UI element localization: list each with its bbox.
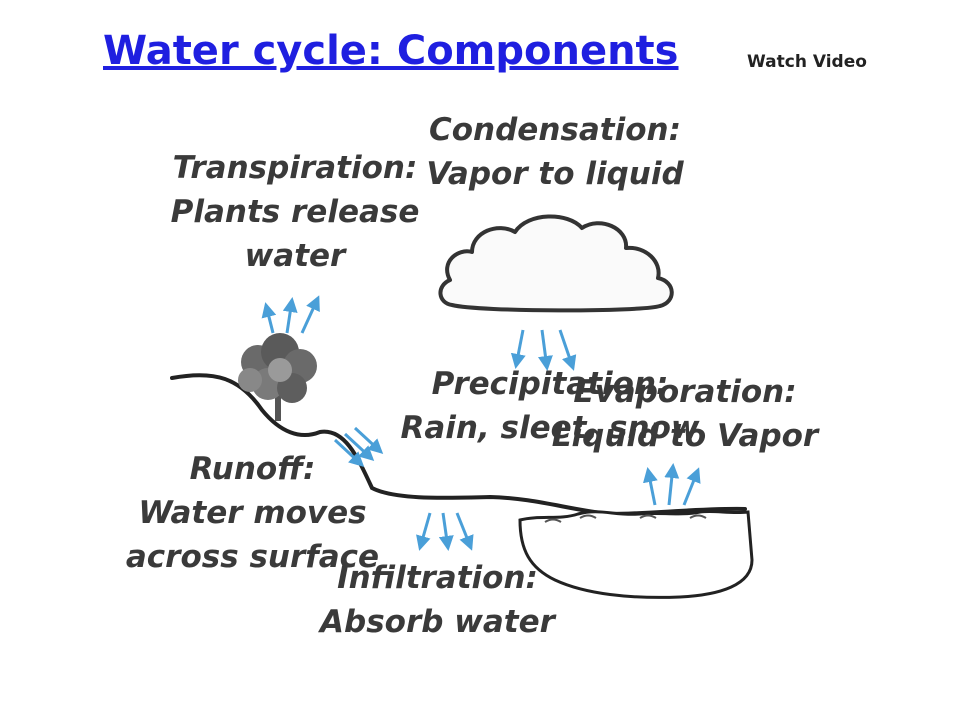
- runoff-desc-line2: across surface: [125, 539, 380, 575]
- precipitation-desc: Rain, sleet, snow: [400, 410, 700, 446]
- transpiration-desc-line2: water: [244, 238, 346, 274]
- cloud-shape: [438, 214, 674, 313]
- label-condensation: Condensation: Vapor to liquid: [415, 108, 695, 196]
- precipitation-title: Precipitation:: [431, 366, 669, 402]
- runoff-desc-line1: Water moves: [138, 495, 367, 531]
- label-evaporation: Evaporation: Liquid to Vapor: [545, 370, 825, 458]
- infiltration-arrows: [416, 512, 474, 551]
- label-infiltration: Infiltration: Absorb water: [305, 556, 570, 644]
- precipitation-arrows: [510, 329, 577, 371]
- runoff-arrows: [333, 426, 384, 468]
- infiltration-title: Infiltration:: [337, 560, 538, 596]
- condensation-title: Condensation:: [429, 112, 681, 148]
- transpiration-title: Transpiration:: [172, 150, 418, 186]
- slide-title[interactable]: Water cycle: Components: [103, 28, 679, 74]
- watch-video-link[interactable]: Watch Video: [747, 52, 867, 72]
- condensation-desc: Vapor to liquid: [426, 156, 684, 192]
- label-precipitation: Precipitation: Rain, sleet, snow: [395, 362, 705, 450]
- transpiration-desc-line1: Plants release: [170, 194, 420, 230]
- runoff-title: Runoff:: [189, 451, 316, 487]
- tree-icon: [238, 333, 317, 421]
- evaporation-title: Evaporation:: [573, 374, 797, 410]
- infiltration-desc: Absorb water: [320, 604, 555, 640]
- evaporation-arrows: [642, 463, 701, 506]
- label-runoff: Runoff: Water moves across surface: [115, 447, 390, 579]
- transpiration-arrows: [261, 295, 320, 334]
- label-transpiration: Transpiration: Plants release water: [160, 146, 430, 278]
- evaporation-desc: Liquid to Vapor: [551, 418, 819, 454]
- lake-shape: [518, 509, 754, 599]
